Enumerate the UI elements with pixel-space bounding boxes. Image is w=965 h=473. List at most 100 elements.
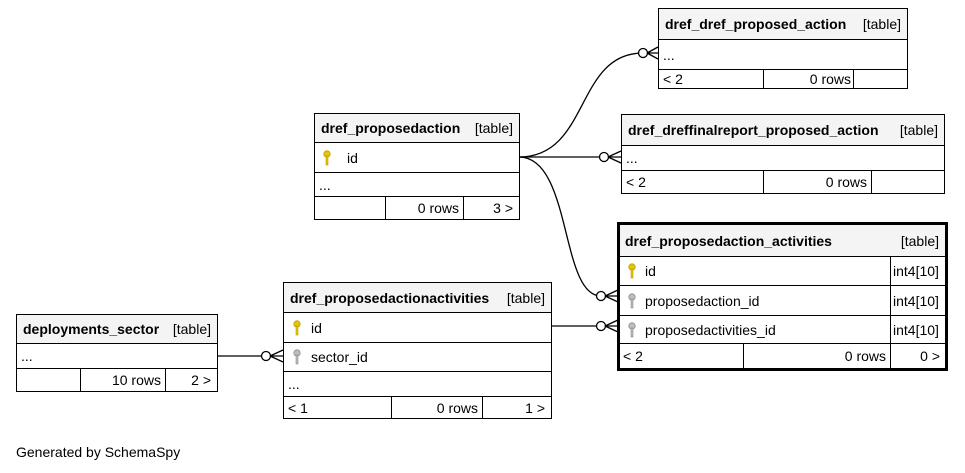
table-name[interactable]: dref_proposedaction_activities [625, 232, 832, 249]
column-row[interactable]: id int4[10] [620, 256, 945, 285]
more-columns: ... [663, 46, 675, 63]
primary-key-icon [293, 319, 301, 335]
column-name: proposedactivities_id [645, 321, 776, 338]
divider [482, 397, 483, 418]
column-row[interactable]: proposedaction_id int4[10] [620, 285, 945, 315]
more-columns: ... [288, 376, 300, 392]
more-columns: ... [319, 176, 331, 193]
children-link[interactable]: 0 > [920, 348, 940, 364]
stats-row: < 1 0 rows 1 > [284, 396, 551, 418]
crowfoot-circle [637, 47, 649, 59]
table-header: dref_dreffinalreport_proposed_action [ta… [622, 115, 944, 145]
row-count: 0 rows [436, 399, 478, 416]
generated-by-footer: Generated by SchemaSpy [16, 444, 181, 460]
table-type-label: [table] [172, 321, 211, 337]
crowfoot-icon [269, 349, 284, 363]
table-name[interactable]: dref_proposedaction [321, 120, 461, 136]
crowfoot-circle [595, 320, 607, 332]
table-deployments-sector[interactable]: deployments_sector [table] ... 10 rows 2… [16, 314, 218, 392]
children-link[interactable]: 2 > [191, 372, 211, 388]
divider [763, 70, 764, 88]
crowfoot-icon [604, 319, 619, 333]
divider [743, 344, 744, 368]
table-type-label: [table] [899, 122, 938, 138]
table-type-label: [table] [900, 232, 939, 249]
column-name: sector_id [311, 349, 368, 365]
primary-key-icon [323, 149, 331, 165]
table-header: dref_proposedaction_activities [table] [620, 225, 945, 256]
column-type: int4[10] [893, 321, 939, 338]
parents-link[interactable]: < 2 [623, 348, 643, 364]
table-name[interactable]: dref_dref_proposed_action [665, 16, 847, 32]
column-type: int4[10] [893, 263, 939, 279]
crowfoot-circle [598, 151, 610, 163]
children-link[interactable]: 1 > [525, 399, 545, 416]
more-columns: ... [626, 150, 638, 166]
table-header: dref_dref_proposed_action [table] [659, 9, 907, 39]
crowfoot-circle [595, 290, 607, 302]
table-type-label: [table] [506, 289, 545, 306]
divider [890, 344, 891, 368]
stats-row: < 2 0 rows 0 > [620, 343, 945, 368]
column-type: int4[10] [893, 292, 939, 309]
edge-proposedaction-to-proposedaction-activities [518, 156, 602, 297]
row-count: 0 rows [809, 71, 851, 87]
foreign-key-icon [628, 292, 636, 308]
table-dref-proposedaction-activities[interactable]: dref_proposedaction_activities [table] i… [617, 222, 948, 371]
parents-link[interactable]: < 2 [626, 174, 646, 190]
divider [853, 70, 854, 88]
divider [890, 257, 891, 285]
divider [80, 369, 81, 391]
table-name[interactable]: dref_proposedactionactivities [290, 289, 490, 306]
children-link[interactable]: 3 > [493, 200, 513, 216]
edge-proposedaction-to-dref-dref-proposed-action [518, 52, 644, 158]
foreign-key-icon [293, 349, 301, 365]
column-name: id [645, 263, 656, 279]
table-header: deployments_sector [table] [17, 315, 217, 343]
table-header: dref_proposedactionactivities [table] [284, 283, 551, 312]
column-name: proposedaction_id [645, 292, 760, 309]
more-columns-row: ... [17, 343, 217, 368]
column-row[interactable]: id [284, 312, 551, 342]
more-columns-row: ... [284, 371, 551, 396]
stats-row: 10 rows 2 > [17, 368, 217, 391]
column-row[interactable]: id [315, 142, 519, 172]
divider [890, 316, 891, 343]
divider [165, 369, 166, 391]
divider [385, 197, 386, 219]
column-name: id [347, 149, 358, 166]
table-name[interactable]: deployments_sector [23, 321, 160, 337]
table-dref-dref-proposed-action[interactable]: dref_dref_proposed_action [table] ... < … [658, 8, 908, 89]
table-type-label: [table] [474, 120, 513, 136]
more-columns-row: ... [315, 172, 519, 196]
row-count: 10 rows [111, 372, 161, 388]
column-row[interactable]: proposedactivities_id int4[10] [620, 315, 945, 343]
stats-row: < 2 0 rows [622, 170, 944, 193]
more-columns: ... [21, 348, 33, 364]
row-count: 0 rows [417, 200, 459, 216]
divider [763, 171, 764, 193]
divider [871, 171, 872, 193]
crowfoot-circle [260, 350, 272, 362]
foreign-key-icon [628, 321, 636, 337]
crowfoot-icon [604, 289, 619, 303]
divider [463, 197, 464, 219]
table-name[interactable]: dref_dreffinalreport_proposed_action [628, 122, 879, 138]
parents-link[interactable]: < 2 [663, 71, 683, 87]
more-columns-row: ... [622, 145, 944, 170]
column-row[interactable]: sector_id [284, 342, 551, 371]
table-dref-proposedactionactivities[interactable]: dref_proposedactionactivities [table] id… [283, 282, 552, 419]
table-dref-proposedaction[interactable]: dref_proposedaction [table] id ... 0 row… [314, 113, 520, 220]
parents-link[interactable]: < 1 [288, 399, 308, 416]
divider [890, 286, 891, 315]
more-columns-row: ... [659, 39, 907, 69]
table-header: dref_proposedaction [table] [315, 114, 519, 142]
column-name: id [311, 319, 322, 336]
stats-row: < 2 0 rows [659, 69, 907, 88]
row-count: 0 rows [825, 174, 867, 190]
divider [391, 397, 392, 418]
table-dref-dreffinalreport-proposed-action[interactable]: dref_dreffinalreport_proposed_action [ta… [621, 114, 945, 194]
crowfoot-icon [646, 46, 659, 60]
stats-row: 0 rows 3 > [315, 196, 519, 219]
